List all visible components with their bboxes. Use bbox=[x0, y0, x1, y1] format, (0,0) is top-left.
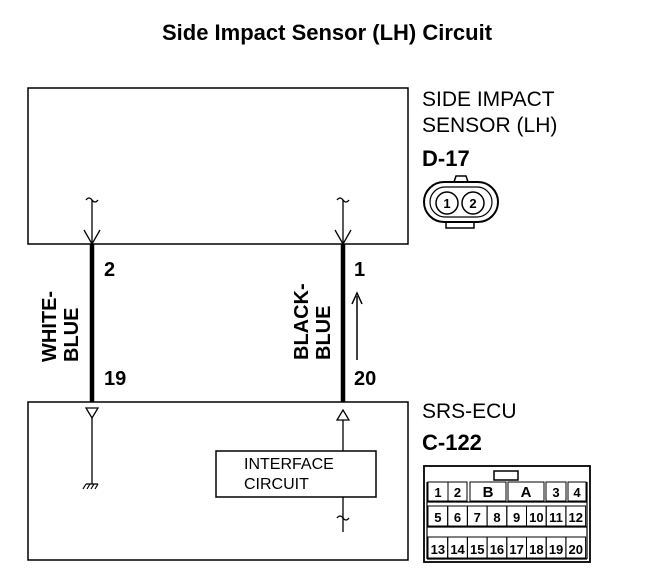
interface-circuit-line2: CIRCUIT bbox=[244, 476, 309, 493]
right-wire-sensor-internal bbox=[334, 197, 352, 246]
connector-cell bbox=[565, 536, 587, 559]
sensor-pin-1: 1 bbox=[443, 196, 450, 211]
left-wire-bottom-pin: 19 bbox=[104, 368, 126, 390]
connector-pin-label: 16 bbox=[490, 542, 504, 557]
connector-pin-label: 1 bbox=[434, 485, 441, 500]
sensor-name-line2: SENSOR (LH) bbox=[422, 114, 557, 137]
connector-pin-label: 18 bbox=[529, 542, 543, 557]
connector-cell bbox=[447, 481, 468, 502]
connector-pin-label: 4 bbox=[573, 485, 581, 500]
ecu-box bbox=[27, 401, 409, 561]
connector-pin-label: 12 bbox=[569, 510, 583, 525]
connector-cell bbox=[507, 481, 545, 502]
connector-pin-label: 14 bbox=[450, 542, 465, 557]
connector-pin-label: 8 bbox=[493, 510, 500, 525]
connector-pin-label: 5 bbox=[434, 510, 441, 525]
connector-cell bbox=[469, 481, 507, 502]
connector-pin-label: 2 bbox=[454, 485, 461, 500]
right-wire-color-line1: BLACK- bbox=[291, 283, 313, 360]
right-wire-bottom-pin: 20 bbox=[354, 368, 376, 390]
interface-circuit-line1: INTERFACE bbox=[244, 456, 334, 473]
ecu-connector-row3: 13 14 15 16 17 18 19 20 bbox=[427, 536, 587, 559]
diagram-title: Side Impact Sensor (LH) Circuit bbox=[162, 20, 493, 45]
connector-pin-label: 9 bbox=[513, 510, 520, 525]
left-ground-circuit bbox=[84, 407, 100, 485]
sensor-name-line1: SIDE IMPACT bbox=[422, 88, 555, 111]
right-wire-color-line2: BLUE bbox=[313, 306, 335, 360]
connector-pin-label: 6 bbox=[454, 510, 461, 525]
connector-cell bbox=[565, 505, 587, 527]
sensor-connector-icon: 1 2 bbox=[423, 175, 499, 229]
connector-pin-label: 17 bbox=[509, 542, 523, 557]
connector-pin-label: 11 bbox=[549, 510, 563, 525]
left-wire-top-pin: 2 bbox=[104, 259, 115, 281]
ecu-connector-icon bbox=[423, 465, 591, 563]
connector-pin-label: 13 bbox=[431, 542, 445, 557]
right-wire-top-pin: 1 bbox=[354, 259, 365, 281]
connector-pin-label: 19 bbox=[549, 542, 563, 557]
connector-pin-label: 3 bbox=[552, 485, 559, 500]
connector-cell bbox=[545, 481, 567, 502]
connector-pin-label: 10 bbox=[529, 510, 543, 525]
interface-circuit-box bbox=[215, 450, 377, 498]
ground-icon bbox=[82, 483, 99, 490]
signal-direction-arrow bbox=[351, 291, 363, 360]
ecu-name: SRS-ECU bbox=[422, 400, 517, 423]
connector-pin-label: 20 bbox=[569, 542, 583, 557]
connector-pin-label: 15 bbox=[470, 542, 484, 557]
connector-pin-label: 7 bbox=[474, 510, 481, 525]
right-signal-circuit bbox=[335, 408, 351, 532]
sensor-box bbox=[27, 87, 409, 245]
left-wire-color-line2: BLUE bbox=[61, 308, 83, 362]
connector-cell bbox=[567, 481, 587, 502]
sensor-connector-code: D-17 bbox=[422, 146, 470, 171]
sensor-pin-2: 2 bbox=[469, 196, 476, 211]
connector-pin-label: B bbox=[483, 484, 494, 501]
left-wire-color-line1: WHITE- bbox=[39, 291, 61, 362]
ecu-connector-code: C-122 bbox=[422, 430, 482, 455]
left-wire-sensor-internal bbox=[83, 197, 101, 246]
connector-pin-label: A bbox=[521, 484, 532, 501]
